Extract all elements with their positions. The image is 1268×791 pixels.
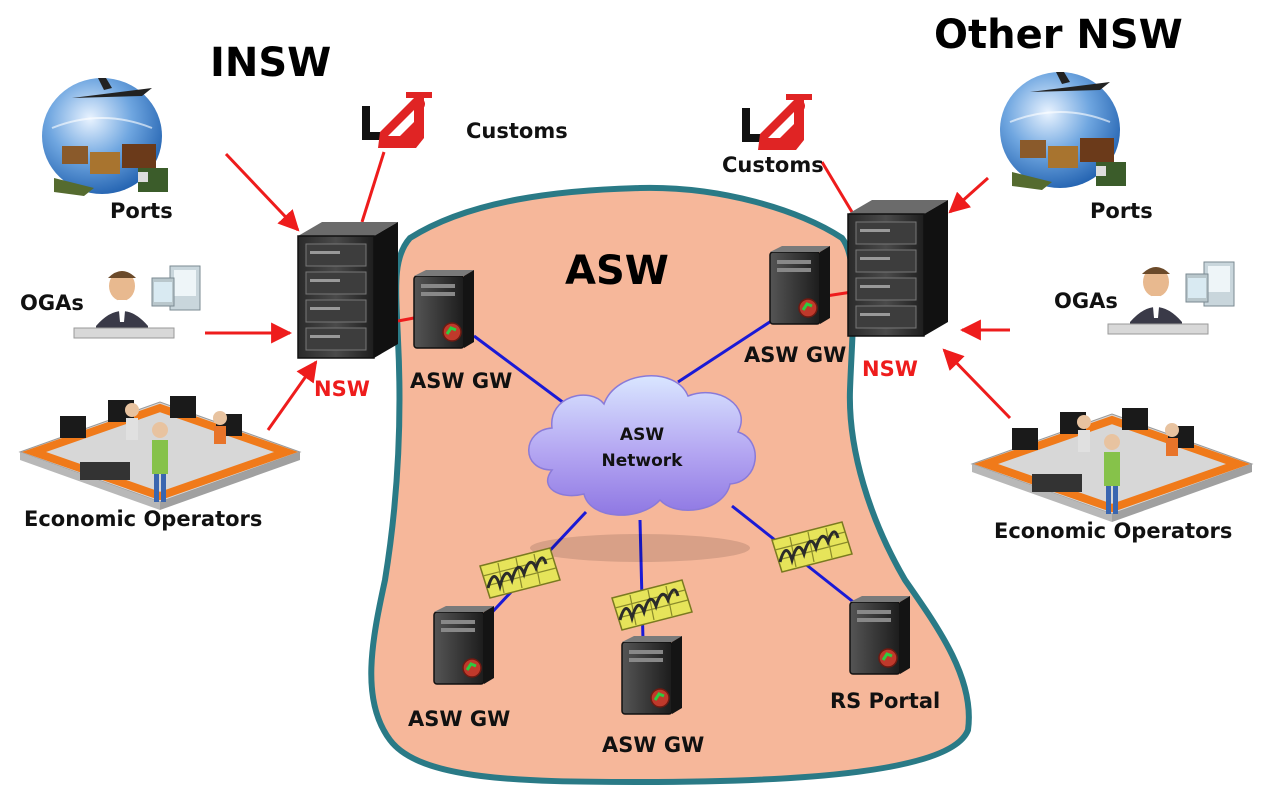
gw-label-bottom-left: ASW GW — [408, 707, 510, 731]
asw-gateway-server-icon-top-left — [412, 268, 476, 350]
rs-portal-label: RS Portal — [830, 689, 940, 713]
customs-icon-left — [362, 92, 432, 148]
asw-network-label-line2: Network — [602, 451, 684, 471]
economic-operators-label-right: Economic Operators — [994, 519, 1232, 543]
gw-label-top-left: ASW GW — [410, 369, 512, 393]
arrow-operators-to-nsw-left — [266, 360, 318, 431]
gw-label-bottom-center: ASW GW — [602, 733, 704, 757]
economic-operators-label-left: Economic Operators — [24, 507, 262, 531]
ogas-label-left: OGAs — [20, 291, 84, 315]
gw-label-top-right: ASW GW — [744, 343, 846, 367]
line-customs-to-nsw-left — [360, 151, 386, 223]
customs-label-right: Customs — [722, 153, 824, 177]
rs-portal-server-icon — [848, 594, 912, 676]
asw-gateway-server-icon-bottom-left — [432, 604, 496, 686]
asw-title: ASW — [565, 248, 669, 294]
nsw-server-icon-right — [847, 199, 949, 337]
asw-gateway-server-icon-top-right — [768, 244, 832, 326]
line-nsw-left-to-gw — [397, 316, 415, 323]
customs-label-left: Customs — [466, 119, 568, 143]
arrow-ports-to-nsw-right — [948, 176, 990, 214]
customs-icon-right — [742, 94, 812, 150]
nsw-label-right: NSW — [862, 357, 918, 381]
ogas-label-right: OGAs — [1054, 289, 1118, 313]
nsw-label-left: NSW — [314, 377, 370, 401]
asw-network-label-line1: ASW — [620, 425, 664, 445]
ports-icon-right — [999, 71, 1127, 191]
ogas-icon-right — [1107, 261, 1235, 335]
ports-icon-left — [41, 77, 169, 197]
arrow-ports-to-nsw-left — [224, 152, 300, 232]
line-customs-to-nsw-right — [820, 161, 854, 213]
insw-title: INSW — [210, 40, 331, 86]
ogas-icon-left — [73, 265, 201, 339]
network-cloud-icon — [528, 375, 756, 562]
ports-label-left: Ports — [110, 199, 173, 223]
asw-gateway-server-icon-bottom-center — [620, 634, 684, 716]
nsw-server-icon-left — [297, 221, 399, 359]
economic-operators-icon-left — [20, 396, 300, 510]
link-gw-top-right — [677, 310, 786, 384]
arrow-operators-to-nsw-right — [942, 348, 1012, 420]
other-nsw-title: Other NSW — [934, 12, 1183, 58]
economic-operators-icon-right — [972, 408, 1252, 522]
ports-label-right: Ports — [1090, 199, 1153, 223]
